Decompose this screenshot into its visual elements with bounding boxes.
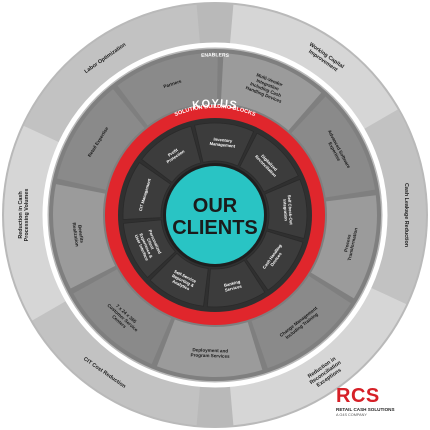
koyus-label: KOYUS: [192, 98, 239, 112]
enabler-segment-multi-vendor-integration-including-cash-handling-devices: [220, 53, 322, 131]
solution-block-self-service-reporting-analytics: [149, 252, 209, 307]
outcome-ring-divider: [42, 42, 388, 388]
enabler-label-benefits-realization: BenefitsRealization: [71, 221, 85, 247]
enabler-segment-benefits-realization: [52, 184, 116, 289]
solution-label-banking-services: BankingServices: [223, 279, 243, 293]
solution-block-profit-protection: [141, 125, 202, 183]
rcs-logo: RCS RETAIL CASH SOLUTIONS A G4S COMPANY: [336, 386, 422, 426]
rcs-logo-mark: RCS: [336, 385, 380, 407]
solution-block-cit-management: [122, 161, 172, 220]
rcs-logo-line1: RETAIL CASH SOLUTIONS: [336, 407, 395, 412]
outcome-segment-reduction-in-reconciliation-exceptions: [229, 287, 407, 426]
outcome-segment-cit-cost-reduction: [23, 287, 201, 426]
enabler-segment-deployment-and-program-services: [156, 319, 263, 377]
solution-block-personalized-client-experience-user-interface: [122, 219, 176, 279]
outcome-label-cash-leakage-reduction: Cash Leakage Reduction: [403, 183, 409, 247]
solution-block-cash-handling-devices: [245, 230, 304, 291]
solution-block-self-check-out-integration: [264, 178, 308, 239]
enablers-label: ENABLERS: [201, 52, 230, 59]
center-fill: [166, 166, 264, 264]
enabler-label-deployment-and-program-services: Deployment andProgram Services: [190, 347, 230, 359]
enabler-segment-process-transformation: [311, 195, 378, 299]
enabler-label-partners: Partners: [163, 78, 183, 89]
enabler-segment-advanced-software-expertise: [291, 96, 376, 198]
enabler-label-process-transformation: ProcessTransformation: [342, 226, 359, 261]
outcome-label-reduction-in-cash-processing-volumes: Reduction in CashProcessing Volumes: [18, 189, 30, 242]
enabler-segment-change-management-including-training: [251, 275, 351, 369]
rcs-logo-line2: A G4S COMPANY: [336, 412, 367, 417]
solution-block-banking-services: [206, 259, 266, 308]
outcome-segment-cash-leakage-reduction: [363, 109, 426, 321]
enabler-segment-7-x-24-x-365-customer-service-centers: [73, 269, 172, 365]
outcome-segment-labor-optimization: [23, 4, 201, 143]
solution-block-digitalized-reconciliation: [239, 132, 299, 193]
solution-block-inventory-management: [194, 122, 255, 167]
center-line-2: CLIENTS: [172, 217, 258, 239]
outcome-segment-working-capital-improvement: [229, 4, 407, 143]
outcome-segment-reduction-in-cash-processing-volumes: [4, 109, 67, 321]
center-line-1: OUR: [193, 195, 238, 217]
enabler-segment-retail-expertise: [57, 89, 145, 190]
solution-label-inventory-management: InventoryManagement: [209, 136, 236, 149]
enabler-segment-partners: [117, 53, 218, 126]
solution-label-self-check-out-integration: Self Check-OutIntegration: [282, 195, 294, 226]
